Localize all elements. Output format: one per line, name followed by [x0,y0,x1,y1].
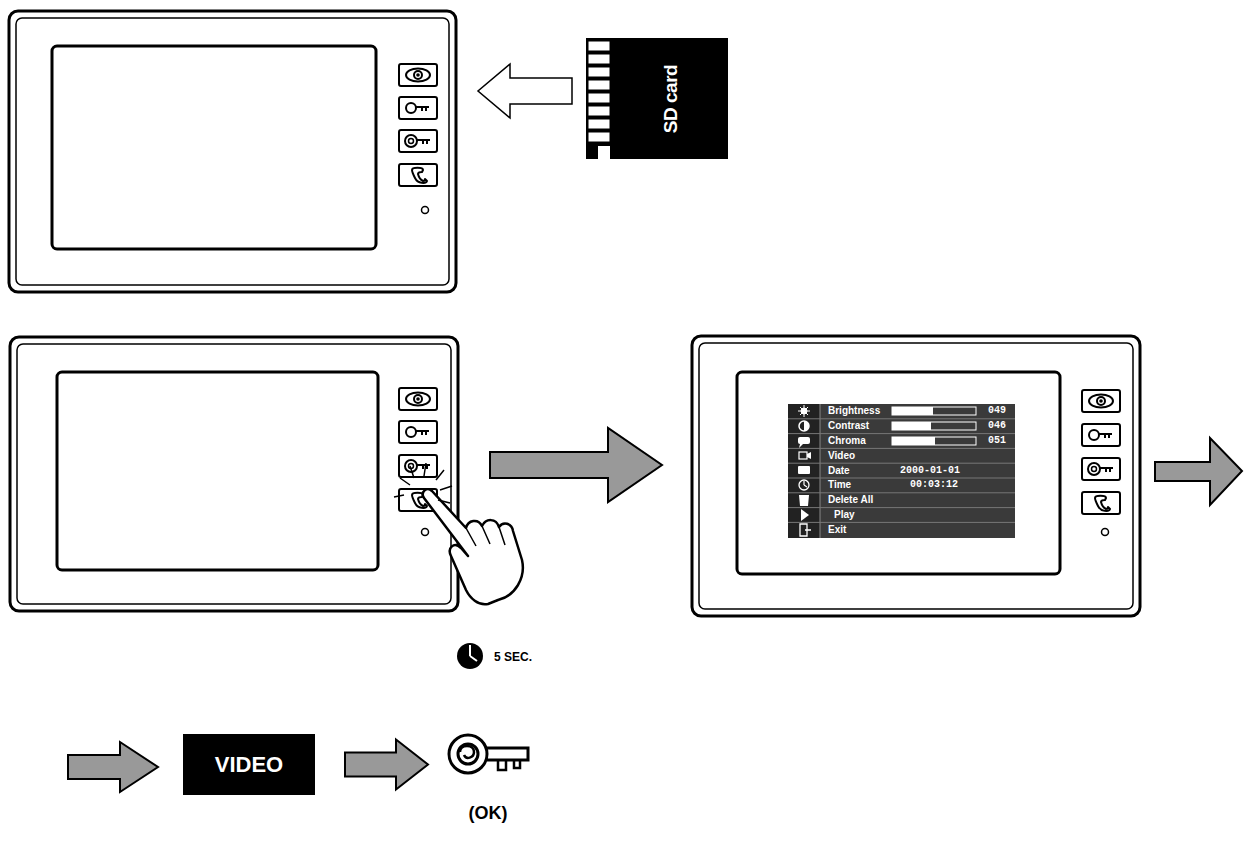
monitor [692,336,1140,616]
menu-label: Chroma [828,434,866,448]
menu-item-label: VIDEO [215,752,283,778]
card-label: SD card [660,64,682,132]
insert-arrow [478,64,572,118]
menu-label: Video [828,449,855,463]
ok-key-icon [449,735,528,773]
step-arrow [1155,438,1242,505]
menu-value: 00:03:12 [910,478,958,492]
menu-value: 046 [988,419,1006,433]
menu-value: 2000-01-01 [900,464,960,478]
sd-card: SD card [586,38,728,159]
menu-label: Play [834,508,855,522]
pressing-hand [394,463,523,604]
ok-button: (OK) [438,728,538,824]
menu-icon [798,405,811,536]
duration-label: 5 SEC. [494,650,532,664]
monitor [9,11,456,292]
menu-value: 049 [988,404,1006,418]
menu-label: Time [828,478,851,492]
menu-label: Brightness [828,404,880,418]
menu-screen [788,404,1015,538]
monitor [10,337,458,611]
step-arrow [345,740,428,790]
sd-card-body [586,38,728,159]
level-bar [892,407,976,445]
menu-label: Delete All [828,493,873,507]
step-arrow [68,742,158,792]
menu-label: Contrast [828,419,869,433]
menu-label: Date [828,464,850,478]
step-arrow [490,428,662,502]
menu-value: 051 [988,434,1006,448]
menu-label: Exit [828,523,846,537]
clock-icon [457,643,483,669]
video-menu-item: VIDEO [183,734,315,795]
button-label: (OK) [469,802,508,824]
